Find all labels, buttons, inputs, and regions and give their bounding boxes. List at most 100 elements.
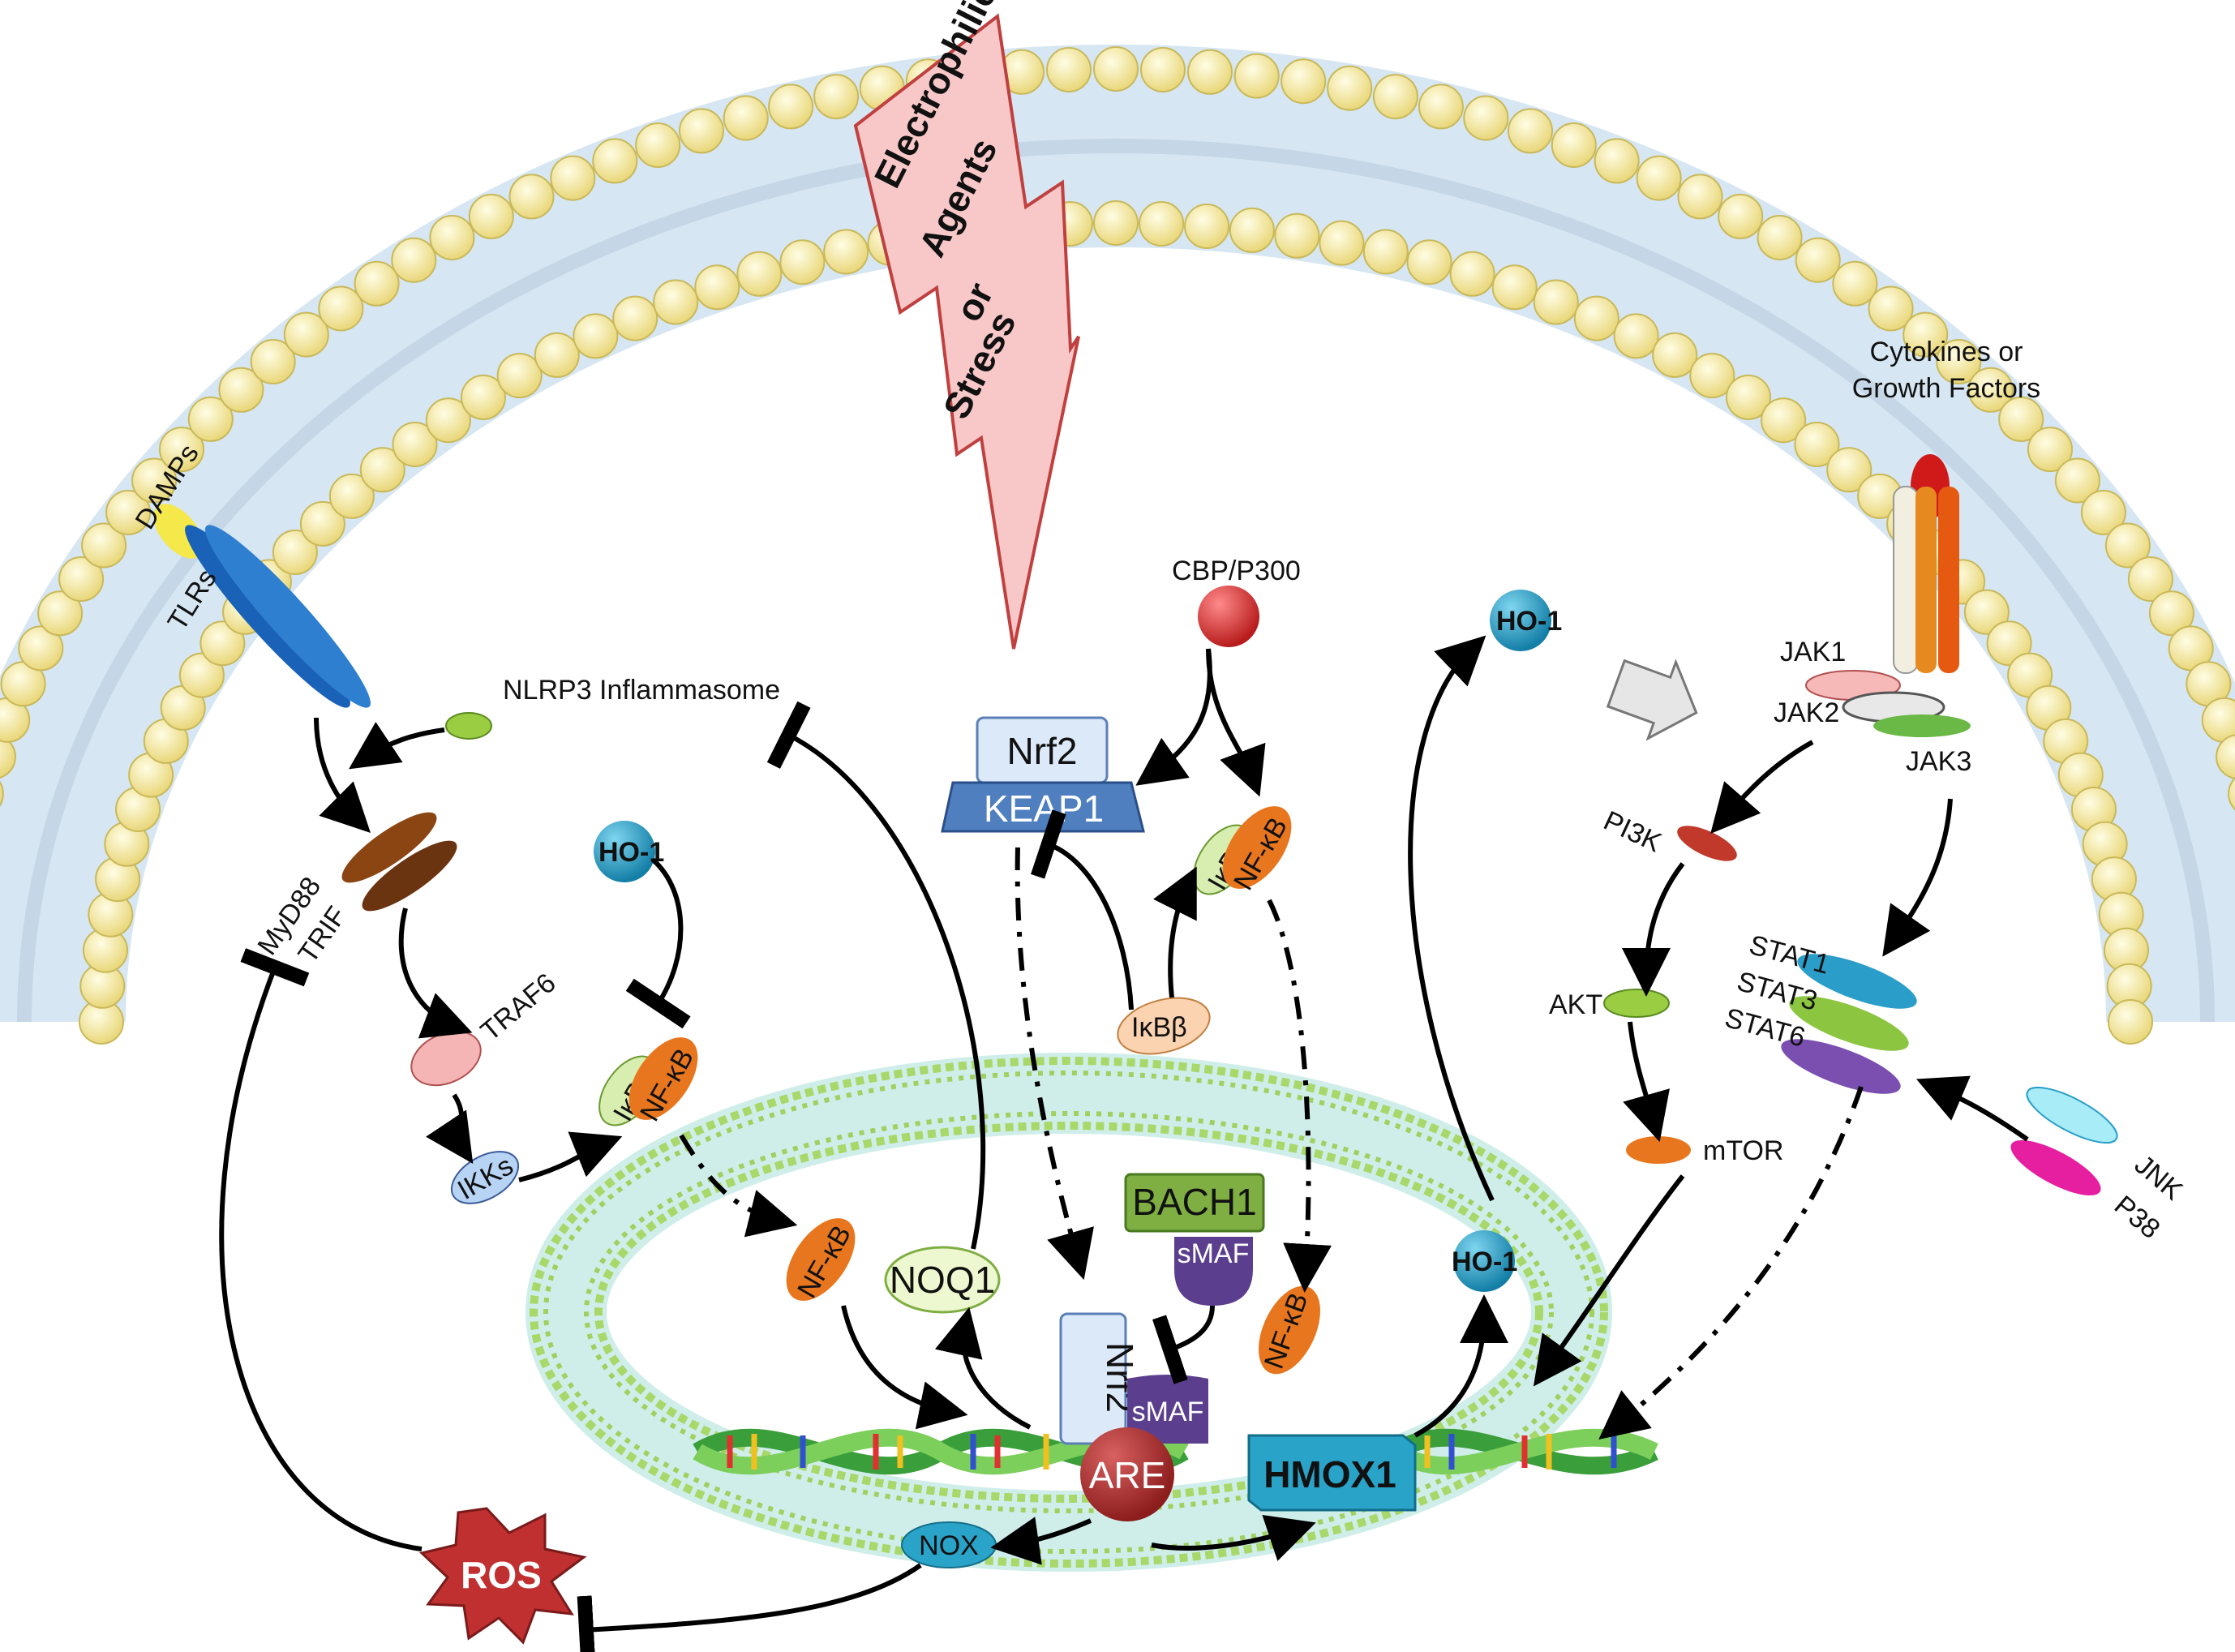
membrane-head-outer bbox=[2216, 734, 2235, 779]
arrow-tlr-myd88 bbox=[314, 717, 371, 833]
membrane-head-inner bbox=[1093, 200, 1139, 246]
arrow-cbp-nfkb bbox=[1206, 648, 1266, 797]
cytokines-label-1: Cytokines or bbox=[1870, 337, 2023, 367]
membrane-head-outer bbox=[2127, 556, 2173, 602]
membrane-head-outer bbox=[1093, 46, 1139, 92]
ikbb-label: IκBβ bbox=[1131, 1012, 1187, 1043]
membrane-head-inner bbox=[1761, 397, 1807, 444]
membrane-head-outer bbox=[105, 490, 152, 535]
membrane-head-outer bbox=[592, 138, 638, 184]
membrane-head-inner bbox=[694, 264, 740, 311]
membrane-head-inner bbox=[1689, 353, 1735, 399]
membrane-head-outer bbox=[768, 84, 814, 130]
arrow-jnk-stat bbox=[1915, 1075, 2029, 1142]
membrane-head-inner bbox=[328, 473, 375, 519]
arrow-trif-traf6 bbox=[398, 908, 473, 1039]
membrane-head-outer bbox=[1372, 74, 1418, 120]
arrow-jak-pi3k bbox=[1710, 740, 1814, 835]
membrane-head-inner bbox=[612, 295, 658, 341]
p38-shape bbox=[2010, 1139, 2101, 1196]
inhibit-ros-myd88 bbox=[219, 948, 423, 1551]
bach1-label: BACH1 bbox=[1132, 1181, 1256, 1223]
membrane-head-outer bbox=[131, 457, 178, 504]
mtor-label: mTOR bbox=[1703, 1135, 1783, 1166]
pi3k-shape bbox=[1677, 826, 1737, 861]
arrow-are-hmox1 bbox=[1151, 1514, 1316, 1561]
membrane-head-inner bbox=[299, 500, 345, 547]
arrow-pi3k-akt bbox=[1622, 862, 1685, 997]
membrane-head-outer bbox=[187, 396, 234, 442]
membrane-head-outer bbox=[2228, 777, 2235, 811]
ho1-left-shape bbox=[594, 821, 655, 882]
arrow-cbp-keap1 bbox=[1135, 648, 1212, 786]
membrane-head-outer bbox=[550, 155, 596, 201]
inhibit-noq1-nlrp3 bbox=[766, 701, 986, 1250]
ros-label: ROS bbox=[461, 1554, 542, 1596]
membrane-head-outer bbox=[1281, 58, 1327, 105]
membrane-head-outer bbox=[218, 367, 264, 413]
nuclear-membrane bbox=[526, 1053, 1612, 1572]
arrow-hmox1-ho1 bbox=[1413, 1294, 1508, 1438]
are-label: ARE bbox=[1089, 1454, 1166, 1496]
arrow-mtor-dna bbox=[1533, 1174, 1685, 1387]
stat1-shape bbox=[1797, 954, 1917, 1009]
arrow-dna-ho1-top bbox=[1408, 635, 1495, 1202]
are-shape bbox=[1080, 1427, 1174, 1521]
p38-label: P38 bbox=[2108, 1190, 2166, 1245]
cell-membrane bbox=[0, 45, 2235, 1045]
akt-shape bbox=[1603, 989, 1670, 1018]
membrane-head-outer bbox=[1677, 174, 1723, 220]
traf6-label: TRAF6 bbox=[475, 968, 562, 1047]
membrane-head-inner bbox=[1963, 589, 2010, 635]
arrow-akt-mtor bbox=[1623, 1021, 1670, 1143]
traf6-shape bbox=[410, 1030, 482, 1087]
membrane-head-outer bbox=[1757, 215, 1803, 260]
trif-shape bbox=[362, 840, 457, 912]
center-pathway: CBP/P300 Nrf2 KEAP1 IκBα NF-κB IκBβ HO-1 bbox=[941, 556, 1698, 1055]
stat6-shape bbox=[1781, 1039, 1901, 1094]
bach1-shape bbox=[1124, 1173, 1265, 1233]
membrane-head-outer bbox=[81, 522, 127, 569]
noq1-label: NOQ1 bbox=[890, 1259, 995, 1301]
keap1-label: KEAP1 bbox=[984, 787, 1104, 830]
membrane-head-outer bbox=[508, 174, 555, 220]
arrow-ikbb-ikba bbox=[1153, 866, 1197, 998]
hmox1-shape bbox=[1247, 1434, 1417, 1512]
ho1-nuc-label: HO-1 bbox=[1452, 1247, 1517, 1277]
ho1-top-shape bbox=[1490, 590, 1551, 651]
membrane-head-outer bbox=[37, 590, 84, 637]
membrane-head-outer bbox=[679, 108, 724, 154]
membrane-head-outer bbox=[18, 625, 64, 672]
membrane-head-inner bbox=[1449, 251, 1495, 297]
dash-keap1-nrf2-nuc bbox=[1015, 847, 1094, 1281]
ros-shape bbox=[418, 1507, 587, 1645]
membrane-head-inner bbox=[1652, 332, 1698, 378]
membrane-head-outer bbox=[1508, 108, 1553, 154]
jak3-label: JAK3 bbox=[1906, 746, 1971, 777]
membrane-head-outer bbox=[250, 339, 296, 384]
nrf2-cyto-label: Nrf2 bbox=[1007, 730, 1078, 772]
cbp-label: CBP/P300 bbox=[1172, 556, 1301, 586]
ikks-shape bbox=[450, 1151, 520, 1204]
membrane-head-inner bbox=[1184, 204, 1230, 249]
stat3-shape bbox=[1789, 996, 1909, 1051]
jnk-shape bbox=[2026, 1086, 2118, 1144]
membrane-head-outer bbox=[468, 193, 514, 239]
smaf-bottom-shape bbox=[1127, 1375, 1208, 1444]
membrane-head-outer bbox=[2054, 457, 2100, 504]
membrane-head-outer bbox=[2027, 427, 2073, 473]
membrane-head-outer bbox=[1795, 237, 1841, 283]
nlrp3-label: NLRP3 Inflammasome bbox=[503, 675, 780, 706]
smaf-bottom-label: sMAF bbox=[1132, 1397, 1204, 1427]
membrane-head-inner bbox=[1613, 313, 1659, 359]
membrane-head-inner bbox=[1274, 212, 1320, 259]
cytokine-receptor: Cytokines or Growth Factors JAK1 JAK2 JA… bbox=[1774, 337, 2040, 777]
membrane-head-inner bbox=[1826, 447, 1873, 493]
membrane-head-inner bbox=[178, 652, 225, 698]
dash-stat-dna bbox=[1598, 1086, 1864, 1440]
nfkb-nuc-left-shape bbox=[786, 1218, 856, 1301]
cytokines-label-2: Growth Factors bbox=[1852, 373, 2040, 404]
membrane-head-inner bbox=[1362, 229, 1409, 275]
inhibit-smaf-nrf2 bbox=[1152, 1305, 1215, 1384]
